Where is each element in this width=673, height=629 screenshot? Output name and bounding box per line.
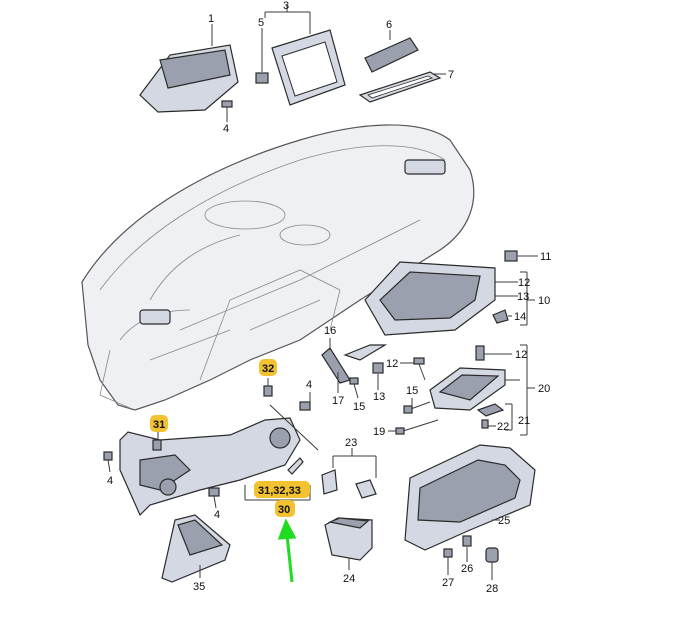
- callout-27: 27: [442, 577, 454, 589]
- part-33-clip: [287, 457, 304, 475]
- bolt-4-lower: [208, 487, 220, 509]
- part-15-screw: [349, 377, 359, 399]
- callout-12-top: 12: [518, 277, 530, 289]
- callout-15-a: 15: [353, 401, 365, 413]
- part-7-seal-frame: [358, 71, 446, 103]
- part-35-compartment-tray: [161, 514, 231, 583]
- bolt-4-left: [103, 451, 113, 473]
- part-21-bracket: [476, 403, 513, 431]
- part-11-clip: [504, 250, 538, 262]
- callout-35: 35: [193, 581, 205, 593]
- bolt-4-mid: [299, 392, 311, 411]
- callout-20: 20: [538, 383, 550, 395]
- part-28-lock: [485, 547, 499, 580]
- part-16-bracket: [321, 338, 351, 384]
- part-24-compartment: [324, 517, 373, 570]
- highlight-30: 30: [275, 500, 295, 517]
- callout-26: 26: [461, 563, 473, 575]
- pointer-arrow: [277, 518, 297, 583]
- highlight-32: 32: [259, 359, 277, 376]
- part-1-storage-tray: [139, 24, 239, 113]
- part-13-clip: [372, 362, 384, 390]
- callout-25: 25: [498, 515, 510, 527]
- callout-5: 5: [258, 17, 264, 29]
- highlight-30-label: 30: [278, 504, 290, 516]
- part-26-latch: [462, 535, 472, 562]
- callout-6: 6: [386, 19, 392, 31]
- bolt-12-middle: [400, 357, 426, 381]
- callout-28: 28: [486, 583, 498, 595]
- highlight-32-label: 32: [262, 363, 274, 375]
- callout-16: 16: [324, 325, 336, 337]
- callout-21: 21: [518, 415, 530, 427]
- callout-10: 10: [538, 295, 550, 307]
- callout-15-b: 15: [406, 385, 418, 397]
- bolt-4-top: [221, 100, 233, 122]
- callout-13-b: 13: [373, 391, 385, 403]
- callout-11: 11: [540, 251, 551, 263]
- callout-4-mid: 4: [306, 379, 312, 391]
- part-32-clip: [263, 378, 273, 397]
- highlight-31: 31: [150, 415, 168, 432]
- callout-19: 19: [373, 426, 385, 438]
- callout-4-lower: 4: [214, 509, 220, 521]
- part-30-lower-trim-panel: [119, 404, 319, 517]
- part-23-bracket-set: [321, 448, 377, 499]
- part-3-trim-frame: [255, 5, 346, 106]
- highlight-31-32-33: 31,32,33: [254, 481, 310, 498]
- part-19-cable: [388, 419, 439, 435]
- callout-12-mid: 12: [386, 358, 398, 370]
- part-10-glovebox-housing: [343, 261, 535, 361]
- callout-4-left: 4: [107, 475, 113, 487]
- part-6-cover-panel: [364, 30, 419, 73]
- callout-24: 24: [343, 573, 355, 585]
- part-27-screw: [443, 548, 453, 575]
- callout-13-top: 13: [517, 291, 529, 303]
- highlight-31-label: 31: [153, 419, 165, 431]
- part-31-clip: [152, 432, 162, 451]
- part-15-screw-b: [403, 398, 431, 414]
- part-25-glovebox-lid: [404, 444, 536, 551]
- callout-3: 3: [283, 0, 289, 12]
- callout-7: 7: [448, 69, 454, 81]
- callout-23: 23: [345, 437, 357, 449]
- callout-4-top: 4: [223, 123, 229, 135]
- callout-17: 17: [332, 395, 344, 407]
- part-20-module: [429, 344, 535, 436]
- callout-22: 22: [497, 421, 509, 433]
- callout-12-right: 12: [515, 349, 527, 361]
- callout-14: 14: [514, 311, 526, 323]
- part-14-bracket: [492, 309, 512, 324]
- callout-1: 1: [208, 13, 214, 25]
- highlight-31-32-33-label: 31,32,33: [258, 485, 301, 497]
- part-22-screw: [481, 419, 496, 429]
